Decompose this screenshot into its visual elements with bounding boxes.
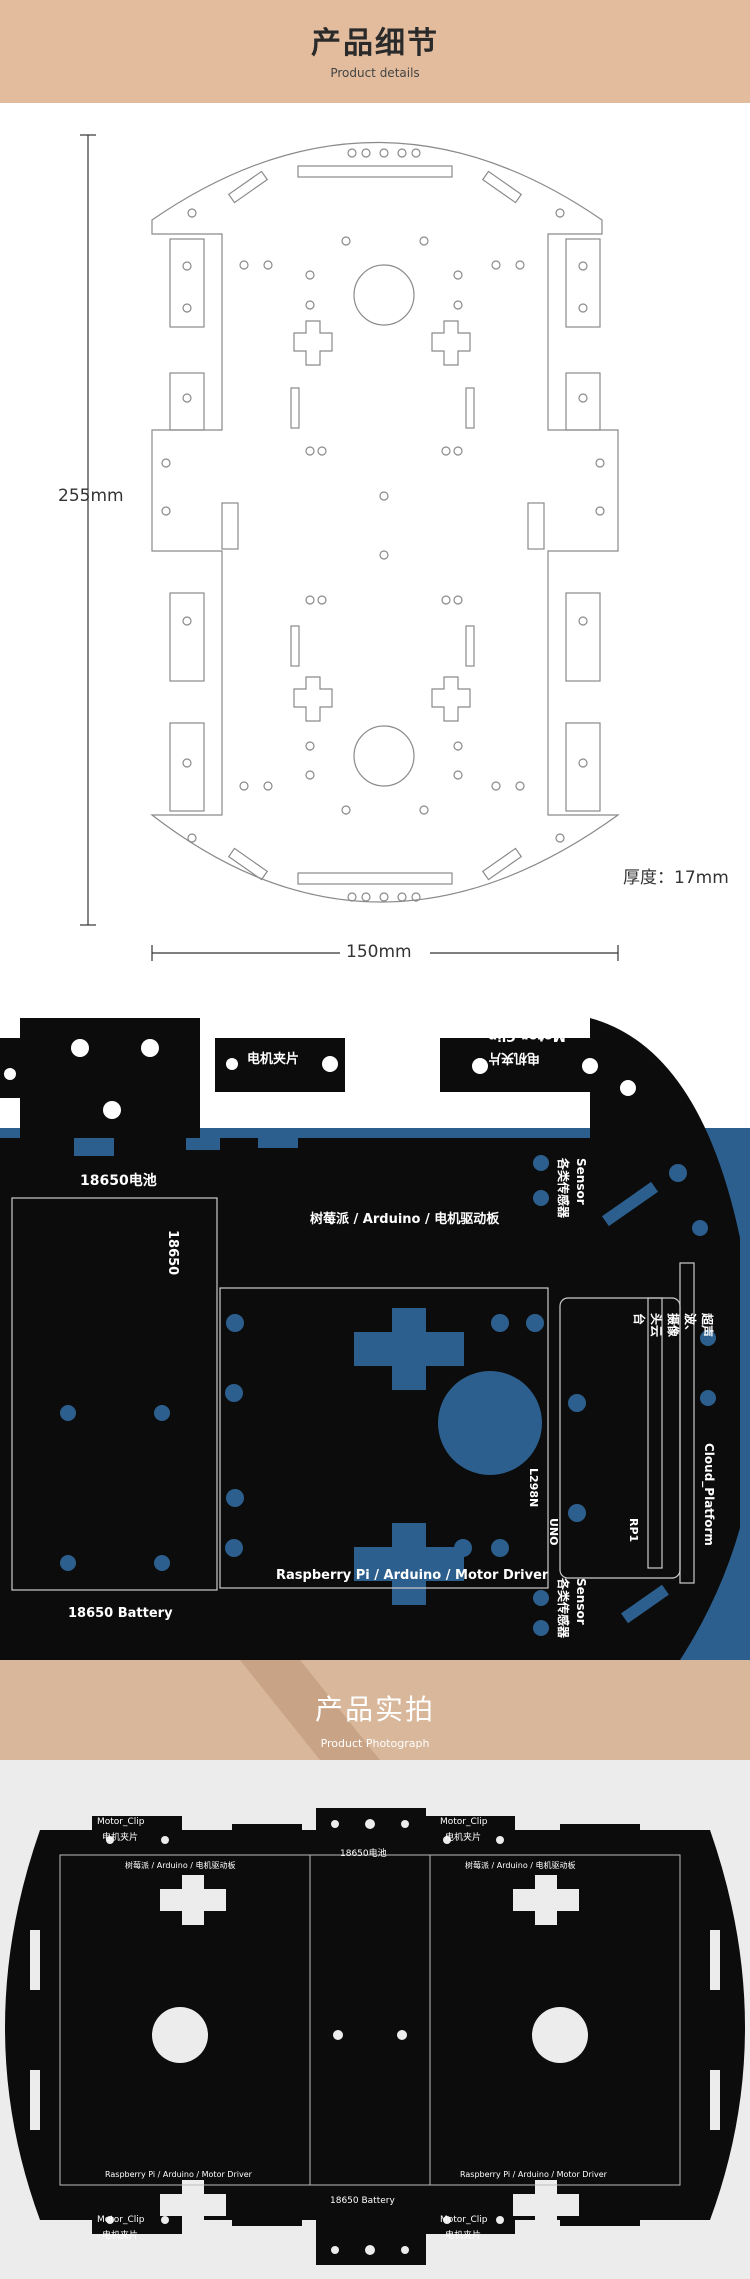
motor-clip-label-3: Motor_Clip xyxy=(97,2215,145,2225)
photo-header-stripe xyxy=(240,1660,380,1760)
rp1-label: RP1 xyxy=(627,1518,640,1543)
uno-label: UNO xyxy=(547,1518,560,1546)
driver-en-label-right: Raspberry Pi / Arduino / Motor Driver xyxy=(460,2170,607,2179)
details-title: 产品细节 xyxy=(311,26,439,61)
motor-clip-label-right: Motor_Clip xyxy=(488,1028,566,1043)
sensor-label-top: Sensor xyxy=(574,1158,588,1205)
motor-clip-cn-label-2: 电机夹片 xyxy=(445,1833,482,1843)
width-dimension-label: 150mm xyxy=(346,942,412,962)
board-closeup-illustration xyxy=(0,1018,750,1660)
photo-header: 产品实拍 Product Photograph xyxy=(0,1660,750,1760)
battery-cn-label-full: 18650电池 xyxy=(340,1849,387,1859)
motor-clip-cn-label-1: 电机夹片 xyxy=(102,1833,139,1843)
motor-clip-cn-label-right: 电机夹片 xyxy=(488,1050,541,1065)
dimension-drawing-section: 255mm 150mm 厚度：17mm xyxy=(0,103,750,988)
cloud-cn-label: 超声波、摄像头云台 xyxy=(632,1313,714,1338)
thickness-label: 厚度：17mm xyxy=(623,868,729,888)
cloud-en-label: Cloud_Platform xyxy=(702,1443,716,1546)
sensor-label-bottom: Sensor xyxy=(574,1578,588,1625)
details-header: 产品细节 Product details xyxy=(0,0,750,103)
photo-subtitle: Product Photograph xyxy=(320,1737,430,1750)
board-closeup-photo: Motor_Clip 电机夹片 Motor_Clip 电机夹片 18650电池 … xyxy=(0,988,750,1660)
driver-cn-label: 树莓派 / Arduino / 电机驱动板 xyxy=(310,1212,500,1227)
driver-cn-label-left: 树莓派 / Arduino / 电机驱动板 xyxy=(125,1861,236,1870)
battery-cn-label: 18650电池 xyxy=(80,1173,157,1189)
sensor-cn-label-top: 各类传感器 xyxy=(556,1158,570,1219)
full-board-illustration xyxy=(5,1808,745,2265)
driver-en-label: Raspberry Pi / Arduino / Motor Driver xyxy=(276,1568,549,1583)
height-dimension-label: 255mm xyxy=(58,486,124,506)
chassis-outline-drawing xyxy=(80,134,620,961)
battery-vertical-label: 18650 xyxy=(165,1230,180,1276)
details-subtitle: Product details xyxy=(330,66,420,80)
full-product-photo: Motor_Clip 电机夹片 Motor_Clip 电机夹片 Motor_Cl… xyxy=(0,1760,750,2279)
motor-clip-label-4: Motor_Clip xyxy=(440,2215,488,2225)
battery-en-label: 18650 Battery xyxy=(68,1606,173,1621)
motor-clip-label: Motor_Clip xyxy=(237,1024,315,1039)
motor-clip-cn-label: 电机夹片 xyxy=(247,1052,300,1067)
motor-clip-label-2: Motor_Clip xyxy=(440,1817,488,1827)
motor-clip-cn-label-3: 电机夹片 xyxy=(102,2231,139,2241)
driver-cn-label-right: 树莓派 / Arduino / 电机驱动板 xyxy=(465,1861,576,1870)
photo-title: 产品实拍 xyxy=(314,1693,435,1726)
sensor-cn-label-bottom: 各类传感器 xyxy=(556,1578,570,1639)
battery-en-label-full: 18650 Battery xyxy=(330,2196,395,2206)
l298n-label: L298N xyxy=(527,1468,540,1508)
driver-en-label-left: Raspberry Pi / Arduino / Motor Driver xyxy=(105,2170,252,2179)
motor-clip-label-1: Motor_Clip xyxy=(97,1817,145,1827)
motor-clip-cn-label-4: 电机夹片 xyxy=(445,2231,482,2241)
